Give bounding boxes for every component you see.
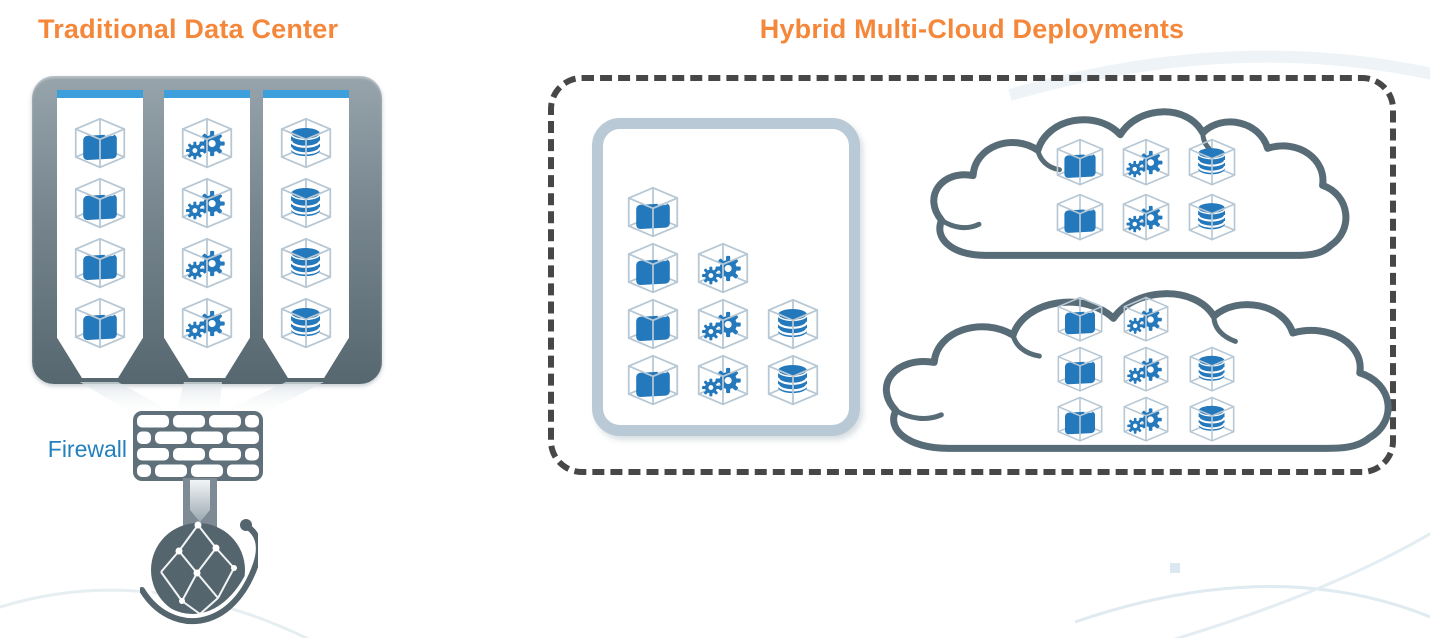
on-prem-workloads (625, 185, 821, 409)
icon-row (179, 116, 235, 352)
app-icon (1055, 295, 1105, 345)
services-icon (1121, 395, 1171, 445)
icon-row (1055, 295, 1171, 345)
database-icon (765, 353, 821, 409)
icon-row (1055, 345, 1237, 395)
app-icon (625, 353, 681, 409)
icon-row (72, 116, 128, 352)
icon-row (1054, 137, 1238, 189)
database-icon (765, 297, 821, 353)
app-icon (625, 241, 681, 297)
services-icon (1121, 345, 1171, 395)
app-icon (1054, 137, 1106, 189)
internet-globe-icon (140, 519, 258, 625)
app-icon (72, 296, 128, 352)
hybrid-boundary-dashed-box (548, 75, 1396, 475)
app-icon (625, 297, 681, 353)
hybrid-multicloud-title: Hybrid Multi-Cloud Deployments (759, 14, 1185, 44)
services-icon (1120, 192, 1172, 244)
cloud-bottom-workloads (1055, 295, 1237, 445)
rack-column-services (164, 90, 250, 378)
rack-column-databases (263, 90, 349, 378)
app-icon (1055, 395, 1105, 445)
swoosh-node (1170, 563, 1180, 573)
data-flow-beams (80, 382, 324, 414)
rack-column-header-bar (263, 90, 349, 98)
database-icon (1186, 192, 1238, 244)
icon-row (625, 297, 821, 353)
app-icon (72, 176, 128, 232)
services-icon (695, 353, 751, 409)
services-icon (695, 241, 751, 297)
icon-row (625, 353, 821, 409)
services-icon (1120, 137, 1172, 189)
satellite-dot (240, 519, 252, 531)
database-icon (1186, 137, 1238, 189)
firewall-label: Firewall (47, 436, 127, 462)
icon-row (625, 241, 751, 297)
database-icon (278, 176, 334, 232)
services-icon (179, 176, 235, 232)
app-icon (1054, 192, 1106, 244)
services-icon (1121, 295, 1171, 345)
services-icon (179, 116, 235, 172)
app-icon (625, 185, 681, 241)
database-icon (278, 236, 334, 292)
app-icon (72, 236, 128, 292)
rack-column-applications (57, 90, 143, 378)
icon-row (278, 116, 334, 352)
cloud-top-workloads (1054, 137, 1238, 244)
services-icon (179, 236, 235, 292)
services-icon (179, 296, 235, 352)
database-icon (1187, 395, 1237, 445)
database-icon (1187, 345, 1237, 395)
app-icon (72, 116, 128, 172)
server-rack (32, 76, 382, 384)
icon-row (1055, 395, 1237, 445)
database-icon (278, 296, 334, 352)
traditional-data-center-title: Traditional Data Center (38, 14, 339, 44)
icon-row (625, 185, 681, 241)
services-icon (695, 297, 751, 353)
database-icon (278, 116, 334, 172)
rack-column-header-bar (164, 90, 250, 98)
app-icon (1055, 345, 1105, 395)
rack-column-header-bar (57, 90, 143, 98)
icon-row (1054, 192, 1238, 244)
firewall-icon (133, 411, 263, 481)
